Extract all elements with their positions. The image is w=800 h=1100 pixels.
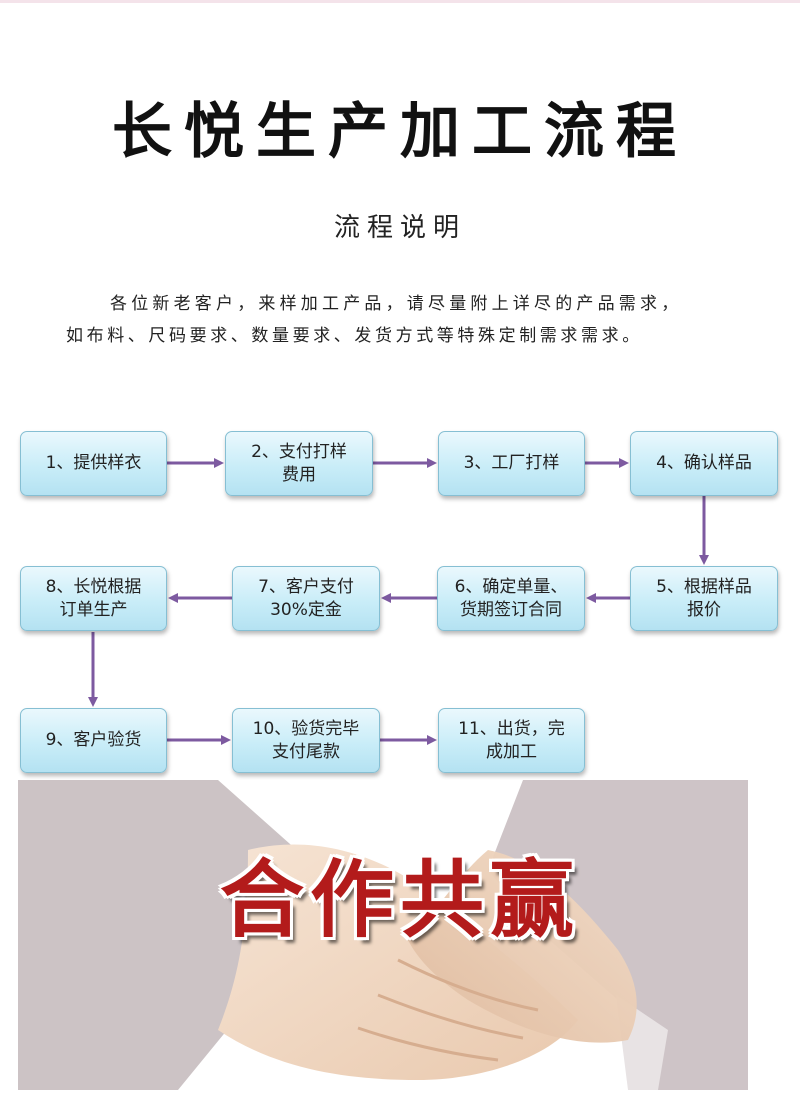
step-2-line2: 费用: [281, 464, 316, 485]
step-11-line1: 11、出货，完: [458, 718, 565, 739]
step-3-box: 3、工厂打样: [438, 431, 585, 496]
step-1-line1: 1、提供样衣: [45, 453, 142, 473]
step-9-line1: 9、客户验货: [45, 730, 142, 750]
page-title: 长悦生产加工流程: [112, 97, 688, 167]
left-hand: [218, 844, 578, 1080]
step-10-box: 10、验货完毕支付尾款: [232, 708, 380, 773]
step-8-line2: 订单生产: [59, 599, 128, 620]
handshake-illustration: [18, 780, 748, 1090]
finger-line-1: [397, 958, 539, 1012]
step-2-box: 2、支付打样费用: [225, 431, 373, 496]
step-4-box: 4、确认样品: [630, 431, 778, 496]
finger-line-2: [377, 993, 524, 1040]
step-5-line1: 5、根据样品: [656, 576, 752, 597]
description-line-1: 各位新老客户，来样加工产品，请尽量附上详尽的产品需求，: [110, 294, 683, 314]
step-10-line2: 支付尾款: [271, 741, 340, 762]
top-border-line: [0, 0, 800, 3]
step-7-line1: 7、客户支付: [258, 576, 354, 597]
step-7-line2: 30%定金: [270, 599, 342, 620]
step-8-box: 8、长悦根据订单生产: [20, 566, 167, 631]
step-6-line1: 6、确定单量、: [454, 576, 568, 597]
step-11-box: 11、出货，完成加工: [438, 708, 585, 773]
step-10-line1: 10、验货完毕: [252, 718, 360, 739]
step-2-line1: 2、支付打样: [251, 441, 347, 462]
step-5-box: 5、根据样品报价: [630, 566, 778, 631]
step-3-line1: 3、工厂打样: [463, 453, 560, 473]
step-11-line2: 成加工: [485, 741, 537, 762]
section-subtitle: 流程说明: [333, 213, 466, 243]
step-4-line1: 4、确认样品: [656, 453, 752, 473]
description-line-2: 如布料、尺码要求、数量要求、发货方式等特殊定制需求需求。: [66, 326, 643, 346]
step-5-line2: 报价: [686, 599, 721, 620]
right-hand: [408, 850, 637, 1043]
step-6-box: 6、确定单量、货期签订合同: [437, 566, 585, 631]
finger-line-3: [357, 1026, 499, 1062]
banner-slogan: 合作共赢: [219, 851, 580, 949]
handshake-banner: [18, 780, 748, 1090]
step-8-line1: 8、长悦根据: [45, 576, 142, 597]
right-sleeve: [488, 780, 748, 1090]
flow-arrows: [88, 458, 709, 745]
step-9-box: 9、客户验货: [20, 708, 167, 773]
step-6-line2: 货期签订合同: [459, 599, 562, 620]
step-1-box: 1、提供样衣: [20, 431, 167, 496]
